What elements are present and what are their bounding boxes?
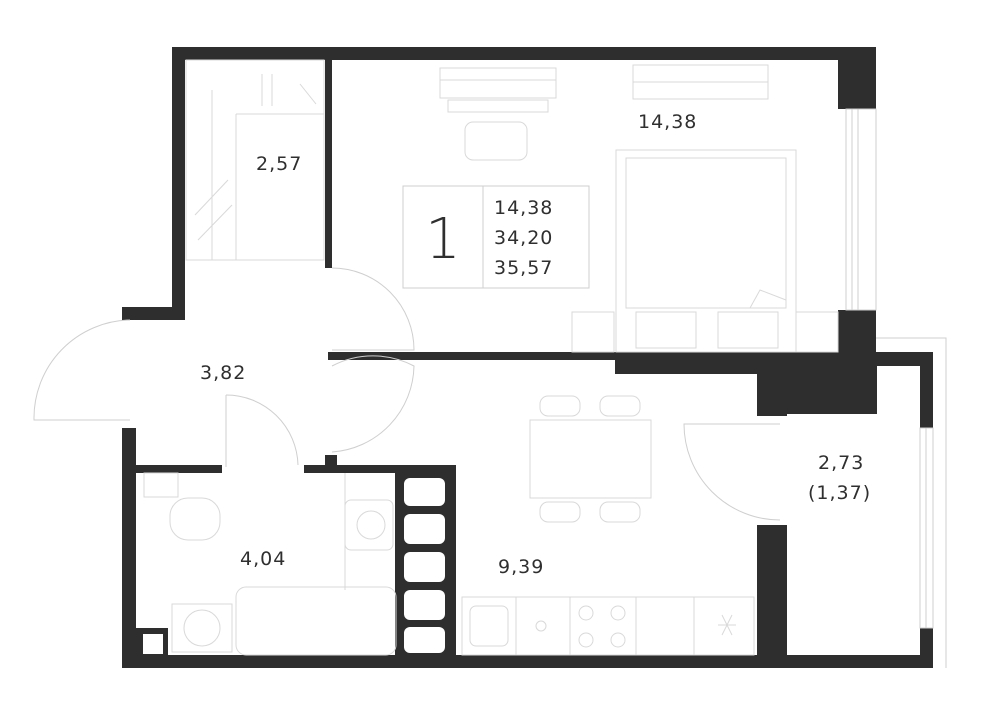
bathroom-area: 4,04: [240, 548, 286, 570]
doors: [33, 267, 781, 521]
total-area-with-balcony: 35,57: [494, 257, 553, 279]
storage-area: 2,57: [256, 153, 302, 175]
total-area: 34,20: [494, 227, 553, 249]
balcony-area: 2,73: [818, 452, 864, 474]
hall-area: 3,82: [200, 362, 246, 384]
bedroom-area: 14,38: [638, 111, 697, 133]
living-area: 14,38: [494, 197, 553, 219]
rooms-count: 1: [425, 207, 461, 272]
balcony-area-reduced: (1,37): [808, 482, 871, 504]
furniture: [143, 59, 839, 656]
room-labels: 14,38 2,57 3,82 4,04 9,39 2,73 (1,37): [200, 111, 871, 578]
kitchen-area: 9,39: [498, 556, 544, 578]
apartment-info-box: 1 14,38 34,20 35,57: [402, 185, 590, 289]
walls: [122, 47, 933, 668]
ventilation-shaft: [401, 473, 448, 657]
windows: [845, 108, 947, 668]
